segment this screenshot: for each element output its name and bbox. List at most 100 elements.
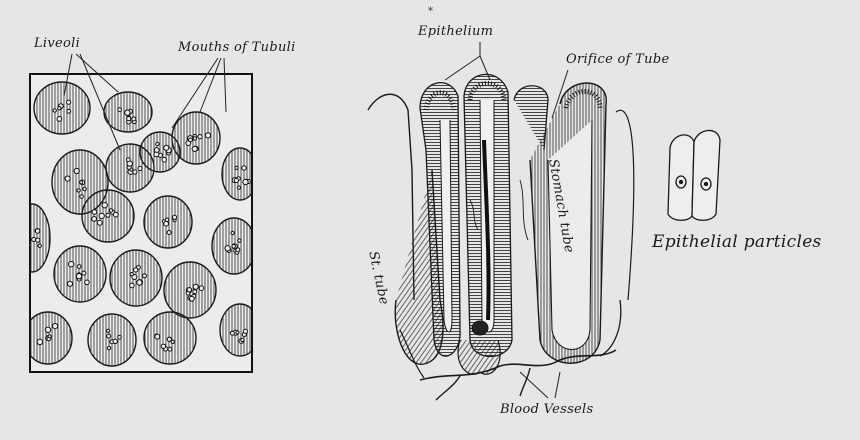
tubule-mouth xyxy=(187,288,191,292)
tubule-mouth xyxy=(102,203,107,208)
epithelial-particles-drawing xyxy=(668,130,720,220)
tubule-mouth xyxy=(82,271,86,275)
tubule-mouth xyxy=(107,329,110,332)
tubule-mouth xyxy=(192,146,197,151)
tubule-mouth xyxy=(193,284,198,289)
label-orifice-of-tube: Orifice of Tube xyxy=(566,52,669,67)
tubule-mouth xyxy=(53,324,58,329)
tubule-mouth xyxy=(35,229,39,233)
tubule-mouth xyxy=(236,248,240,252)
alveoli-section-panel xyxy=(14,74,260,372)
tubule-mouth xyxy=(154,148,159,153)
tubule-mouth xyxy=(45,327,50,332)
tubule-mouth xyxy=(109,209,112,212)
tubule-mouth xyxy=(74,168,79,173)
tubule-mouth xyxy=(77,265,81,269)
tubule-mouth xyxy=(161,344,165,348)
tubule-mouth xyxy=(171,340,174,343)
label-alveoli: Liveoli xyxy=(34,36,80,51)
tubule-mouth xyxy=(173,215,177,219)
alveolus-cell xyxy=(140,132,180,172)
tubule-mouth xyxy=(53,109,56,112)
tubule-mouth xyxy=(67,100,71,104)
tubule-mouth xyxy=(232,245,236,249)
tubule-mouth xyxy=(193,137,196,140)
tubule-mouth xyxy=(162,157,167,162)
tubule-mouth xyxy=(156,142,159,145)
tubule-mouth xyxy=(236,331,239,334)
tubule-mouth xyxy=(133,170,137,174)
tubule-mouth xyxy=(77,189,80,192)
tubule-mouth xyxy=(230,331,234,335)
tubule-mouth xyxy=(80,181,83,184)
tubule-mouth xyxy=(130,283,135,288)
tubule-mouth xyxy=(234,178,238,182)
tubule-mouth xyxy=(130,273,133,276)
tubule-mouth xyxy=(198,135,202,139)
tubule-mouth xyxy=(237,186,240,189)
tubule-mouth xyxy=(92,210,97,215)
tubule-mouth xyxy=(242,166,246,170)
tubule-mouth xyxy=(241,338,244,341)
tubule-mouth xyxy=(67,281,72,286)
tubule-mouth xyxy=(99,213,104,218)
tubule-mouth xyxy=(193,290,197,294)
tubule-mouth xyxy=(155,334,160,339)
tubule-mouth xyxy=(137,280,142,285)
label-epithelium: Epithelium xyxy=(418,24,493,39)
tubule-mouth xyxy=(132,117,136,121)
tubule-mouth xyxy=(48,335,51,338)
alveolus-cell xyxy=(220,304,260,356)
tubule-mouth xyxy=(243,329,247,333)
tubule-mouth xyxy=(76,274,81,279)
tubule-mouth xyxy=(37,339,43,345)
tubule-mouth xyxy=(168,347,172,351)
tubule-mouth xyxy=(167,231,171,235)
gastric-tubes-drawing xyxy=(368,74,634,400)
label-blood-vessels: Blood Vessels xyxy=(500,402,593,417)
tubule-mouth xyxy=(106,213,110,217)
tubule-mouth xyxy=(205,133,210,138)
tubule-mouth xyxy=(65,176,70,181)
label-mouths-of-tubuli: Mouths of Tubuli xyxy=(178,40,296,55)
tubule-mouth xyxy=(107,334,111,338)
tubule-mouth xyxy=(231,231,234,234)
tubule-mouth xyxy=(127,117,131,121)
tubule-mouth xyxy=(118,108,122,112)
tubule-mouth xyxy=(164,145,169,150)
tubule-mouth xyxy=(85,280,90,285)
tubule-mouth xyxy=(164,221,169,226)
label-epithelial-particles: Epithelial particles xyxy=(652,232,822,252)
tubule-mouth xyxy=(125,110,130,115)
tubule-mouth xyxy=(57,117,62,122)
tubule-mouth xyxy=(138,166,142,170)
tubule-mouth xyxy=(134,268,138,272)
tubule-mouth xyxy=(189,138,193,142)
tubule-mouth xyxy=(38,244,41,247)
tubule-mouth xyxy=(113,212,118,217)
tubule-mouth xyxy=(26,242,31,247)
tubule-mouth xyxy=(113,339,117,343)
tubule-mouth xyxy=(58,107,61,110)
tubule-mouth xyxy=(36,238,40,242)
tubule-mouth xyxy=(243,179,248,184)
tubule-mouth xyxy=(167,337,171,341)
tubule-mouth xyxy=(67,109,71,113)
tubule-mouth xyxy=(238,239,241,242)
tubule-mouth xyxy=(126,158,130,162)
tubule-mouth xyxy=(143,274,147,278)
tubule-mouth xyxy=(225,246,230,251)
tubule-mouth xyxy=(80,195,84,199)
top-mark: * xyxy=(428,6,433,17)
tubule-mouth xyxy=(32,238,36,242)
tubule-mouth xyxy=(199,286,204,291)
tubule-mouth xyxy=(118,336,122,340)
tubule-mouth xyxy=(235,166,238,169)
tubule-mouth xyxy=(69,262,74,267)
tubule-mouth xyxy=(97,220,102,225)
tubule-mouth xyxy=(83,187,86,190)
tubule-mouth xyxy=(92,217,97,222)
tubule-mouth xyxy=(107,347,110,350)
